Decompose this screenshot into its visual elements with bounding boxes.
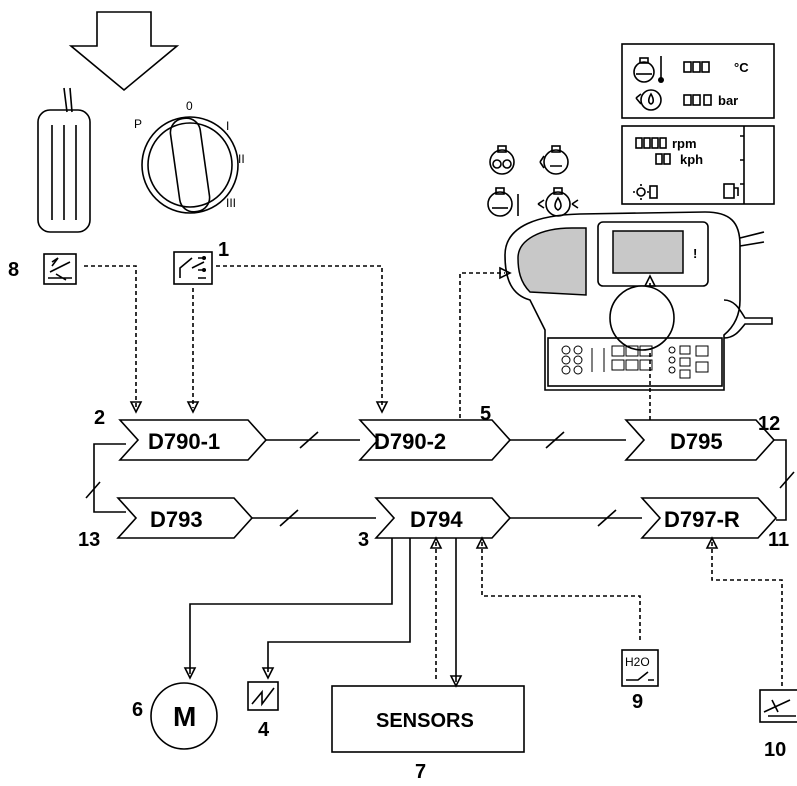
instrument-cluster: ! xyxy=(504,211,773,391)
callout-4: 4 xyxy=(258,719,270,741)
fuel-icon xyxy=(723,183,739,199)
key-pos-0: 0 xyxy=(186,99,193,113)
svg-text:D795: D795 xyxy=(670,429,723,454)
svg-text:SENSORS: SENSORS xyxy=(376,710,474,732)
callout-8: 8 xyxy=(8,259,19,281)
module-d790-1: D790-1 xyxy=(118,419,268,461)
rpm-digits xyxy=(635,137,667,149)
callout-2: 2 xyxy=(94,407,105,429)
sun-icon xyxy=(633,184,658,200)
accelerator-pedal-icon xyxy=(37,87,91,233)
module-d794: D794 xyxy=(374,497,512,539)
svg-text:M: M xyxy=(173,701,196,732)
svg-text:D797-R: D797-R xyxy=(664,507,740,532)
engine-warning-icons xyxy=(487,145,579,217)
kph-unit: kph xyxy=(680,152,703,167)
water-sensor-icon: H2O xyxy=(621,649,659,687)
svg-text:D790-1: D790-1 xyxy=(148,429,220,454)
key-pos-ii: II xyxy=(238,152,245,166)
key-switch-box xyxy=(173,251,213,285)
module-d797-r: D797-R xyxy=(640,497,778,539)
svg-text:H2O: H2O xyxy=(625,655,650,669)
display-panel-bottom: rpm kph xyxy=(621,125,775,205)
key-pos-p: P xyxy=(134,117,142,131)
callout-12: 12 xyxy=(758,413,780,435)
callout-6: 6 xyxy=(132,699,143,721)
arrow-down-icon xyxy=(68,11,180,92)
rpm-unit: rpm xyxy=(672,136,697,151)
callout-11: 11 xyxy=(768,529,789,551)
callout-7: 7 xyxy=(415,761,426,783)
callout-1: 1 xyxy=(218,239,229,261)
callout-3: 3 xyxy=(358,529,369,551)
pressure-digits xyxy=(683,94,712,106)
motor-icon: M xyxy=(150,682,218,750)
relay-icon xyxy=(247,681,279,711)
oil-pressure-icon xyxy=(635,89,662,111)
module-d790-2: D790-2 xyxy=(358,419,512,461)
svg-text:D794: D794 xyxy=(410,507,463,532)
temp-unit: °C xyxy=(734,60,749,75)
pedal-sensor-box xyxy=(43,253,77,285)
svg-text:!: ! xyxy=(693,246,697,261)
svg-text:D793: D793 xyxy=(150,507,203,532)
module-d795: D795 xyxy=(624,419,776,461)
key-pos-iii: III xyxy=(226,196,236,210)
sensors-box: SENSORS xyxy=(331,685,525,753)
module-d793: D793 xyxy=(116,497,254,539)
callout-10: 10 xyxy=(764,739,786,761)
ignition-switch-icon: P 0 I II III xyxy=(134,99,245,214)
kph-digits xyxy=(655,153,671,165)
callout-5: 5 xyxy=(480,403,491,425)
svg-text:D790-2: D790-2 xyxy=(374,429,446,454)
key-pos-i: I xyxy=(226,119,229,133)
pressure-unit: bar xyxy=(718,93,738,108)
display-panel-top: °C bar xyxy=(621,43,775,119)
callout-9: 9 xyxy=(632,691,643,713)
engine-temperature-icon xyxy=(633,56,664,83)
level-sensor-icon xyxy=(759,689,797,723)
temp-digits xyxy=(683,61,710,73)
callout-13: 13 xyxy=(78,529,100,551)
